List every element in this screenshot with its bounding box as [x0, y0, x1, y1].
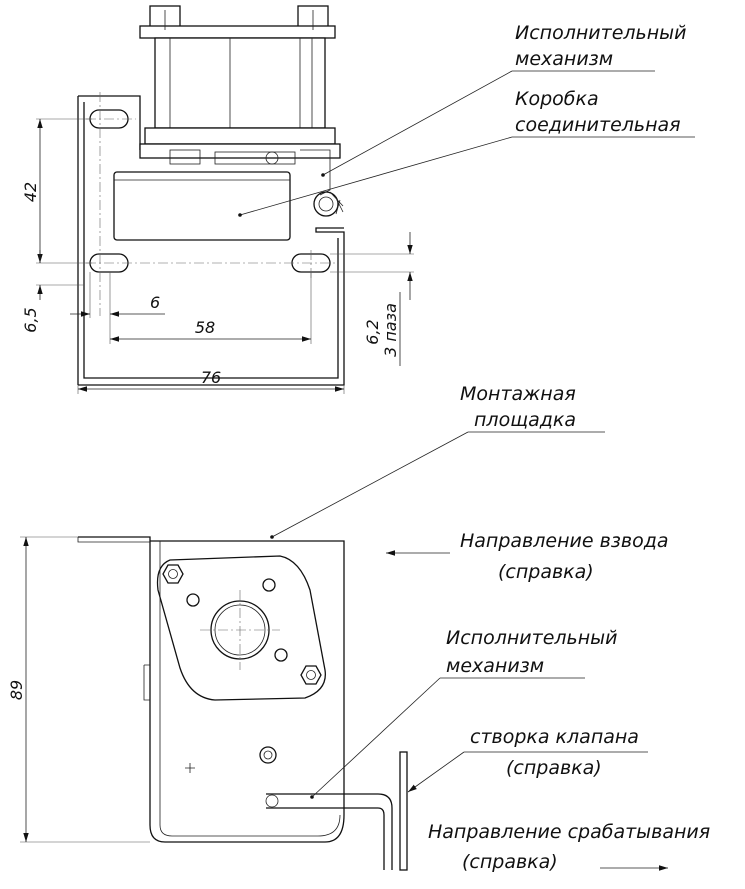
dim-6-2: 6,2 [363, 319, 382, 344]
lever [266, 793, 393, 870]
dim-slot-count: 3 паза [381, 303, 400, 357]
dim-6-5: 6,5 [21, 307, 40, 332]
label-junction-box-2: соединительная [515, 114, 681, 136]
label-mount-plate-1: Монтажная [460, 383, 576, 405]
label-trigger-dir-1: Направление срабатывания [428, 821, 710, 843]
top-view: 42 6,5 6 58 76 6,2 3 паза Испол [21, 5, 695, 394]
junction-box [113, 171, 291, 241]
actuator-flange [156, 555, 326, 701]
label-valve-flap-2: (справка) [506, 757, 602, 779]
dim-58: 58 [195, 318, 215, 337]
nut-upper [162, 564, 184, 584]
mounting-plate [78, 536, 345, 843]
dim-6: 6 [150, 293, 160, 312]
actuator-body [139, 5, 341, 159]
label-actuator-top-2: механизм [515, 48, 613, 70]
bracket-plate [77, 95, 345, 386]
label-actuator-bottom-1: Исполнительный [446, 627, 618, 649]
dim-89: 89 [7, 680, 26, 700]
label-cocking-dir-1: Направление взвода [460, 530, 669, 552]
valve-flap [399, 751, 408, 871]
front-view: 89 Монтажная площадка Направление взвода… [7, 383, 710, 873]
nut-lower [300, 665, 322, 685]
label-trigger-dir-2: (справка) [462, 851, 558, 873]
label-mount-plate-2: площадка [474, 409, 576, 431]
cable-gland [313, 191, 344, 217]
dim-42: 42 [21, 182, 40, 202]
label-junction-box-1: Коробка [515, 88, 599, 110]
label-actuator-top-1: Исполнительный [515, 22, 687, 44]
label-actuator-bottom-2: механизм [446, 655, 544, 677]
label-valve-flap-1: створка клапана [470, 726, 639, 748]
dim-76: 76 [201, 368, 221, 387]
label-cocking-dir-2: (справка) [498, 561, 594, 583]
